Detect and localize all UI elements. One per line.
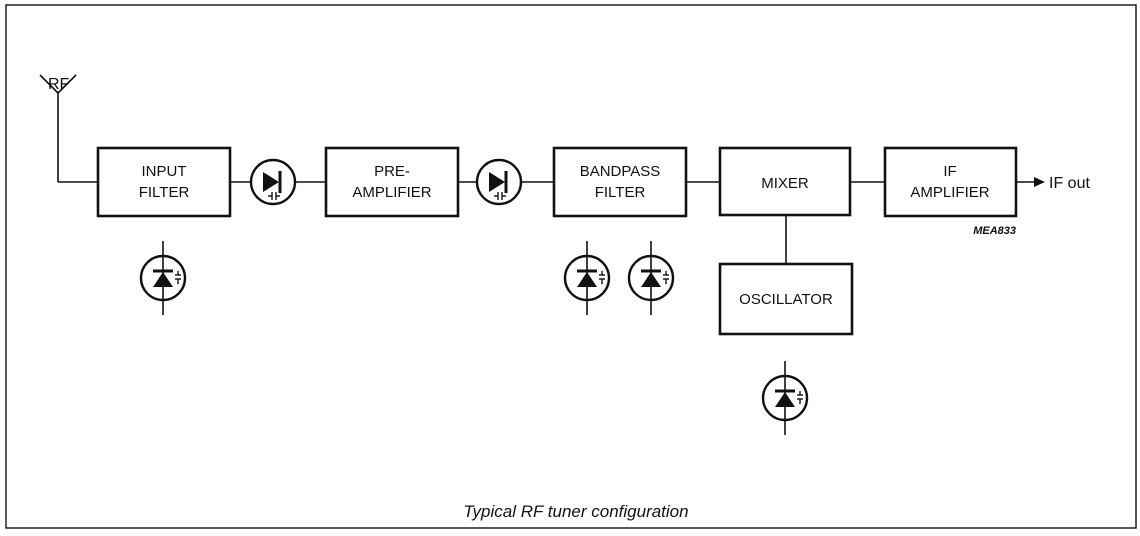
varicap-diode-icon	[627, 239, 675, 317]
output-arrow-icon	[1034, 177, 1045, 187]
diagram-caption: Typical RF tuner configuration	[463, 502, 688, 521]
if-amplifier-block: IF AMPLIFIER	[883, 146, 1018, 218]
varicap-diode-icon	[563, 239, 611, 317]
bandpass-filter-block: BANDPASS FILTER	[552, 146, 688, 218]
input-filter-block: INPUT FILTER	[96, 146, 232, 218]
svg-text:PRE-: PRE-	[374, 163, 410, 180]
output-label: IF out	[1049, 175, 1090, 192]
pin-diode-icon	[249, 158, 297, 206]
varicap-diode-icon	[761, 359, 809, 437]
svg-text:IF: IF	[943, 163, 956, 180]
svg-text:FILTER: FILTER	[139, 184, 190, 201]
pin-diode-icon	[475, 158, 523, 206]
svg-text:FILTER: FILTER	[595, 184, 646, 201]
svg-text:BANDPASS: BANDPASS	[580, 163, 661, 180]
oscillator-block: OSCILLATOR	[718, 262, 854, 336]
antenna-label: RF	[48, 76, 70, 93]
svg-text:MIXER: MIXER	[761, 175, 809, 192]
antenna-icon	[39, 74, 77, 182]
mixer-block: MIXER	[718, 146, 852, 217]
svg-text:AMPLIFIER: AMPLIFIER	[910, 184, 989, 201]
reference-code: MEA833	[973, 225, 1016, 237]
diagram-frame	[5, 4, 1137, 529]
varicap-diode-icon	[139, 239, 187, 317]
preamplifier-block: PRE- AMPLIFIER	[324, 146, 460, 218]
svg-text:AMPLIFIER: AMPLIFIER	[352, 184, 431, 201]
svg-text:INPUT: INPUT	[142, 163, 187, 180]
svg-text:OSCILLATOR: OSCILLATOR	[739, 291, 833, 308]
